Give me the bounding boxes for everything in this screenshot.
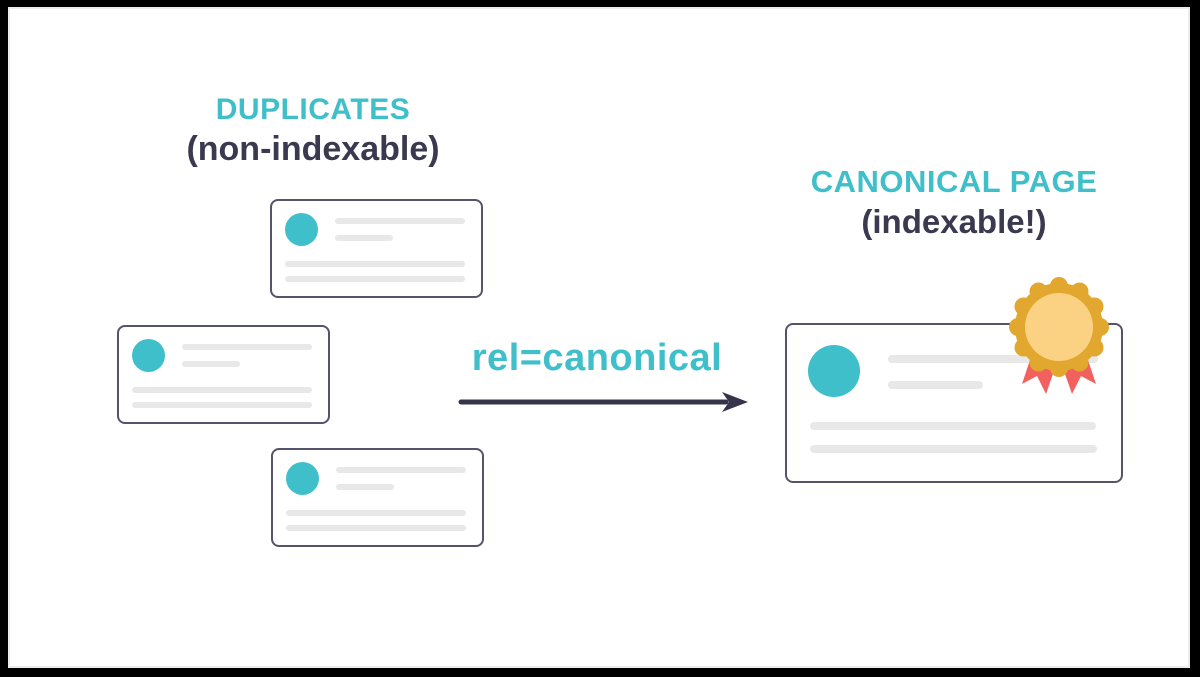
- placeholder-line: [286, 510, 466, 516]
- canonical-subtitle: (indexable!): [861, 203, 1047, 241]
- placeholder-line: [888, 355, 1098, 363]
- placeholder-line: [810, 422, 1096, 430]
- placeholder-line: [336, 467, 466, 473]
- duplicate-card-1: [270, 199, 483, 298]
- right-arrow-icon: [458, 390, 750, 414]
- duplicates-heading: DUPLICATES (non-indexable): [113, 93, 513, 168]
- placeholder-line: [336, 484, 394, 490]
- avatar-circle-icon: [285, 213, 318, 246]
- placeholder-line: [182, 361, 240, 367]
- placeholder-line: [182, 344, 312, 350]
- placeholder-line: [888, 381, 983, 389]
- avatar-circle-icon: [132, 339, 165, 372]
- placeholder-line: [335, 218, 465, 224]
- duplicates-title: DUPLICATES: [215, 93, 411, 126]
- placeholder-line: [132, 402, 312, 408]
- award-medal-svg: [1009, 277, 1109, 394]
- duplicates-subtitle: (non-indexable): [186, 130, 440, 168]
- award-medal-icon: [999, 271, 1119, 406]
- placeholder-line: [132, 387, 312, 393]
- avatar-circle-icon: [286, 462, 319, 495]
- placeholder-line: [285, 276, 465, 282]
- duplicate-card-2: [117, 325, 330, 424]
- avatar-circle-icon: [808, 345, 860, 397]
- duplicate-card-3: [271, 448, 484, 547]
- canonical-heading: CANONICAL PAGE (indexable!): [754, 164, 1154, 241]
- right-arrow-svg: [458, 392, 748, 412]
- placeholder-line: [285, 261, 465, 267]
- rel-canonical-label: rel=canonical: [471, 337, 723, 379]
- placeholder-line: [335, 235, 393, 241]
- placeholder-line: [810, 445, 1097, 453]
- placeholder-line: [286, 525, 466, 531]
- canonical-title: CANONICAL PAGE: [810, 164, 1098, 199]
